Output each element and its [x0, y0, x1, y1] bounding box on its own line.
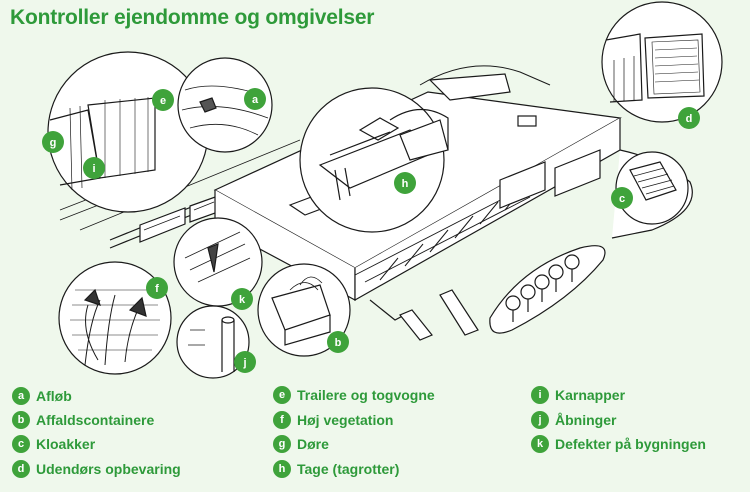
- svg-text:b: b: [335, 337, 342, 349]
- detail-circle-d: [601, 1, 723, 123]
- detail-circle-h: [299, 87, 449, 233]
- svg-text:k: k: [239, 294, 246, 306]
- callout-badge-i: i: [83, 157, 105, 179]
- detail-circle-a: [177, 57, 273, 153]
- callout-badge-j: j: [234, 351, 256, 373]
- svg-text:d: d: [686, 113, 693, 125]
- callout-badge-e: e: [152, 89, 174, 111]
- svg-text:e: e: [160, 95, 166, 107]
- detail-circle-e: [47, 51, 209, 213]
- callout-badge-d: d: [678, 107, 700, 129]
- callout-badge-g: g: [42, 131, 64, 153]
- callout-badge-k: k: [231, 288, 253, 310]
- callout-badge-h: h: [394, 172, 416, 194]
- callout-badge-c: c: [611, 187, 633, 209]
- train-wagons: [139, 195, 219, 243]
- detail-circle-c: [615, 151, 689, 225]
- svg-text:a: a: [252, 94, 259, 106]
- callout-badge-f: f: [146, 277, 168, 299]
- svg-text:i: i: [92, 163, 95, 175]
- svg-text:c: c: [619, 193, 625, 205]
- hill-outline: [419, 65, 551, 86]
- annex: [499, 161, 546, 209]
- page-title: Kontroller ejendomme og omgivelser: [10, 6, 375, 29]
- svg-text:g: g: [50, 137, 57, 149]
- detail-circle-j: [176, 305, 250, 379]
- truck: [439, 289, 479, 336]
- detail-circle-b: [257, 263, 351, 357]
- callout-badge-b: b: [327, 331, 349, 353]
- detail-circle-f: [58, 261, 172, 375]
- callout-badge-a: a: [244, 88, 266, 110]
- parking-island: [489, 245, 606, 334]
- svg-text:h: h: [402, 178, 409, 190]
- svg-text:j: j: [242, 357, 246, 369]
- svg-text:f: f: [155, 283, 159, 295]
